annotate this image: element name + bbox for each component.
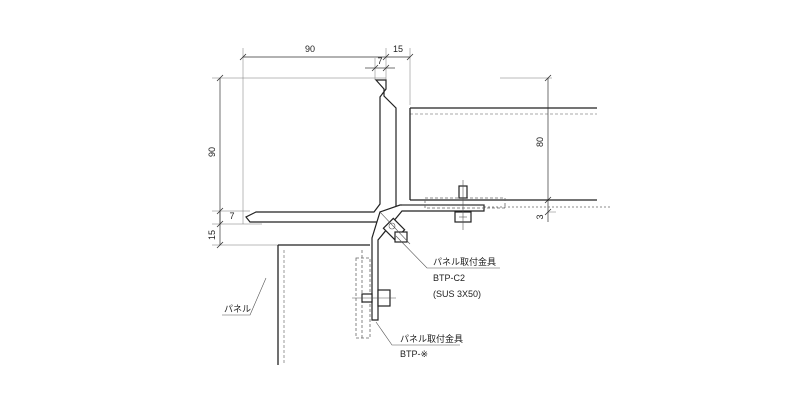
dim-top-gap: 15 [393, 44, 403, 54]
callout-main-spec: (SUS 3X50) [433, 289, 481, 299]
dim-left-height: 90 [207, 147, 217, 157]
bolt-center [379, 211, 411, 245]
dim-top-width: 90 [305, 44, 315, 54]
dim-right-height: 80 [535, 137, 545, 147]
dimension-lines [216, 53, 552, 249]
corner-trim-profile [245, 79, 397, 223]
bolt-lower [352, 289, 396, 307]
callout-bracket-small: パネル取付金具 BTP-※ [400, 333, 463, 359]
callout-small-name: パネル取付金具 [400, 333, 463, 344]
callout-bracket-main: パネル取付金具 BTP-C2 (SUS 3X50) [433, 256, 496, 299]
right-panel [409, 107, 610, 208]
callout-small-code: BTP-※ [400, 349, 428, 359]
left-panel [277, 244, 370, 365]
callout-leaders [222, 235, 500, 346]
callout-main-name: パネル取付金具 [433, 256, 496, 267]
dim-top-thickness: 7 [377, 56, 382, 66]
callout-main-code: BTP-C2 [433, 273, 465, 283]
callout-panel: パネル [224, 304, 251, 314]
dim-left-gap: 15 [207, 230, 217, 240]
dim-left-thickness: 7 [229, 211, 234, 221]
bolt-right [454, 180, 472, 230]
dim-right-offset: 3 [535, 214, 545, 219]
